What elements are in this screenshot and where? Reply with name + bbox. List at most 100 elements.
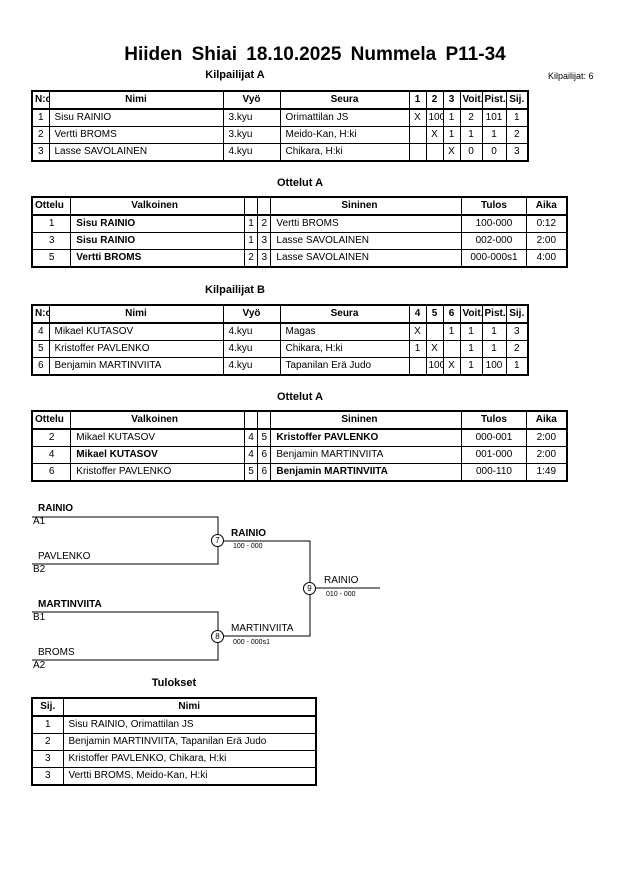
column-header: Sij. (505, 304, 529, 324)
column-header (257, 196, 272, 216)
competitor-count: Kilpailijat: 6 (548, 71, 594, 81)
column-header: 2 (425, 90, 444, 110)
blue-index: 3 (257, 249, 272, 268)
match-result: 000-000s1 (461, 249, 527, 268)
placement: 2 (31, 733, 64, 751)
matches-b-title: Ottelut A (276, 391, 324, 403)
match-result: 001-000 (461, 446, 527, 464)
blue-index: 6 (257, 463, 272, 482)
column-header: Sij. (505, 90, 529, 110)
table-cell: 3.kyu (222, 126, 281, 144)
table-cell: 100 (481, 357, 507, 376)
match-time: 4:00 (525, 249, 568, 268)
final-winner: RAINIO (324, 575, 359, 586)
blue-index: 3 (257, 232, 272, 250)
table-cell: 0 (459, 143, 483, 162)
column-header: Seura (279, 90, 410, 110)
column-header: Aika (525, 196, 568, 216)
table-cell: 3 (505, 143, 529, 162)
table-cell: 1 (505, 357, 529, 376)
sf1-winner: RAINIO (231, 528, 266, 539)
column-header: Sij. (31, 697, 64, 717)
sf1-out-line (218, 540, 311, 588)
table-cell: Benjamin MARTINVIITA (48, 357, 224, 376)
match-result: 002-000 (461, 232, 527, 250)
white-index: 4 (243, 446, 259, 464)
matches-a-title: Ottelut A (276, 177, 324, 189)
result-name: Vertti BROMS, Meido-Kan, H:ki (62, 767, 317, 786)
pool-b-table: N:oNimiVyöSeura456Voit.Pist.Sij.4Mikael … (31, 304, 529, 376)
header-row: Sij.Nimi (31, 697, 317, 717)
match-result: 000-110 (461, 463, 527, 482)
match-time: 2:00 (525, 446, 568, 464)
sf1-match-number: 7 (211, 534, 224, 547)
column-header: Valkoinen (70, 196, 245, 216)
table-cell: 0 (481, 143, 507, 162)
sf2-score: 000 - 000s1 (233, 639, 270, 646)
header-row: N:oNimiVyöSeura456Voit.Pist.Sij. (31, 304, 529, 324)
column-header: Tulos (461, 196, 527, 216)
sf2-top-seed: B1 (33, 612, 46, 623)
white-player: Sisu RAINIO (70, 232, 245, 250)
final-match-number: 9 (303, 582, 316, 595)
white-player: Mikael KUTASOV (70, 446, 245, 464)
table-cell: Chikara, H:ki (279, 143, 410, 162)
column-header: Nimi (48, 304, 224, 324)
header-row: N:oNimiVyöSeura123Voit.Pist.Sij. (31, 90, 529, 110)
blue-index: 6 (257, 446, 272, 464)
results-title: Tulokset (151, 677, 197, 689)
table-cell: 2 (505, 126, 529, 144)
sf2-match-number: 8 (211, 630, 224, 643)
final-score: 010 - 000 (326, 591, 356, 598)
match-time: 2:00 (525, 232, 568, 250)
placement: 1 (31, 715, 64, 734)
column-header (257, 410, 272, 430)
column-header: Nimi (62, 697, 317, 717)
pool-b-title: Kilpailijat B (205, 284, 265, 296)
table-cell: X (425, 126, 444, 144)
column-header: Pist. (481, 304, 507, 324)
sf1-top-name: RAINIO (38, 503, 73, 514)
sf1-bottom-name: PAVLENKO (38, 551, 91, 562)
sf1-top-seed: A1 (33, 516, 46, 527)
sf2-bottom-name: BROMS (38, 647, 75, 658)
column-header: Sininen (270, 196, 463, 216)
column-header: Tulos (461, 410, 527, 430)
table-cell: Meido-Kan, H:ki (279, 126, 410, 144)
sf2-top-name: MARTINVIITA (38, 599, 102, 610)
result-name: Kristoffer PAVLENKO, Chikara, H:ki (62, 750, 317, 768)
table-cell: 2 (505, 340, 529, 358)
placement: 3 (31, 750, 64, 768)
sf2-out-line (218, 588, 311, 637)
match-time: 1:49 (525, 463, 568, 482)
pool-a-title: Kilpailijat A (205, 69, 265, 81)
sf2-winner: MARTINVIITA (231, 623, 294, 634)
column-header: Sininen (270, 410, 463, 430)
blue-player: Lasse SAVOLAINEN (270, 232, 463, 250)
page-title: Hiiden Shiai 18.10.2025 Nummela P11-34 (124, 44, 506, 65)
table-cell: 5 (31, 340, 50, 358)
column-header: Valkoinen (70, 410, 245, 430)
column-header: Vyö (222, 90, 281, 110)
placement: 3 (31, 767, 64, 786)
